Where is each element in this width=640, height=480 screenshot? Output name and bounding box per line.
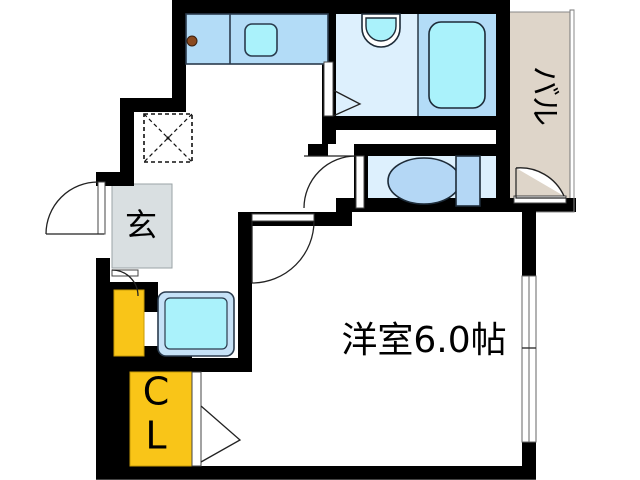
toilet-bowl (387, 157, 461, 205)
bathtub (428, 21, 486, 109)
genkan-floor (111, 183, 173, 269)
overhead-cabinet-x2 (143, 113, 193, 163)
wall-left-upper (120, 98, 134, 186)
balcony-door-jamb (515, 168, 566, 199)
kitchen-group (185, 13, 329, 65)
closet-label-line1: C (143, 370, 170, 414)
balcony-door-leaf[interactable] (513, 195, 567, 204)
kitchen-sink-basin (244, 23, 278, 57)
wall-kitchen-left (172, 0, 186, 98)
entrance-door[interactable] (45, 181, 106, 235)
wall-bath-right (496, 0, 510, 212)
main-room-label: 洋室6.0帖 (341, 320, 506, 361)
balcony-door[interactable] (513, 167, 567, 204)
bath-door-fold-symbol (332, 89, 362, 117)
doors-group (45, 61, 567, 467)
main-room-door-leaf[interactable] (251, 213, 315, 222)
closet-folding-door[interactable] (191, 371, 242, 467)
closet-folding-door-leaf[interactable] (191, 371, 202, 467)
genkan-inner-door-swing (111, 269, 139, 297)
wall-main-room-top-right (336, 198, 536, 212)
balcony-door-swing (515, 167, 565, 197)
wall-bath-bottom (322, 116, 496, 130)
toilet-door-swing (303, 155, 357, 209)
bath-door[interactable] (323, 61, 362, 117)
overhead-cabinet-outline (143, 113, 193, 163)
wall-washer-top (110, 282, 158, 290)
toilet-door-leaf[interactable] (355, 155, 365, 209)
washer-pan-group (157, 291, 235, 357)
overhead-cabinet-center-dot (166, 136, 170, 140)
main-room-door-swing (251, 220, 315, 284)
wall-jog-horizontal (120, 98, 186, 112)
genkan-inner-door[interactable] (111, 269, 139, 297)
wall-toilet-top (354, 144, 496, 156)
washer-pan-inner (164, 297, 228, 350)
stove-burner-icon (186, 35, 198, 47)
overhead-cabinet-x1 (143, 113, 193, 163)
entrance-door-swing (45, 181, 99, 235)
closet-label-line2: L (145, 414, 166, 458)
overhead-cabinet-group (143, 113, 193, 163)
wall-closet-top (178, 358, 252, 372)
wall-hall-right (238, 212, 252, 372)
room-window-east (521, 275, 537, 443)
balcony-label: バル (527, 66, 562, 126)
toilet-tank (455, 155, 481, 207)
shoe-box (113, 289, 145, 357)
closet-group (113, 289, 193, 467)
wall-entry-left-top (96, 172, 110, 182)
wall-bath-door-jamb (322, 130, 336, 144)
vanity-sink-basin (365, 17, 397, 42)
main-room-door[interactable] (251, 213, 315, 284)
toilet-fixtures-group (387, 155, 481, 207)
entrance-door-leaf[interactable] (97, 181, 106, 235)
thin-outline-group (96, 10, 575, 480)
closet-folding-door-symbol (200, 405, 242, 463)
wall-left-outer (96, 258, 110, 480)
bathroom-fixtures-group (361, 13, 496, 116)
balcony-rail (569, 9, 575, 213)
toilet-door[interactable] (303, 155, 365, 209)
wall-top (172, 0, 510, 14)
genkan-label: 玄 (125, 206, 157, 244)
wall-bottom (96, 466, 536, 480)
bath-door-leaf[interactable] (323, 61, 334, 117)
wall-corridor-top (308, 144, 328, 156)
closet-fill (129, 371, 193, 467)
